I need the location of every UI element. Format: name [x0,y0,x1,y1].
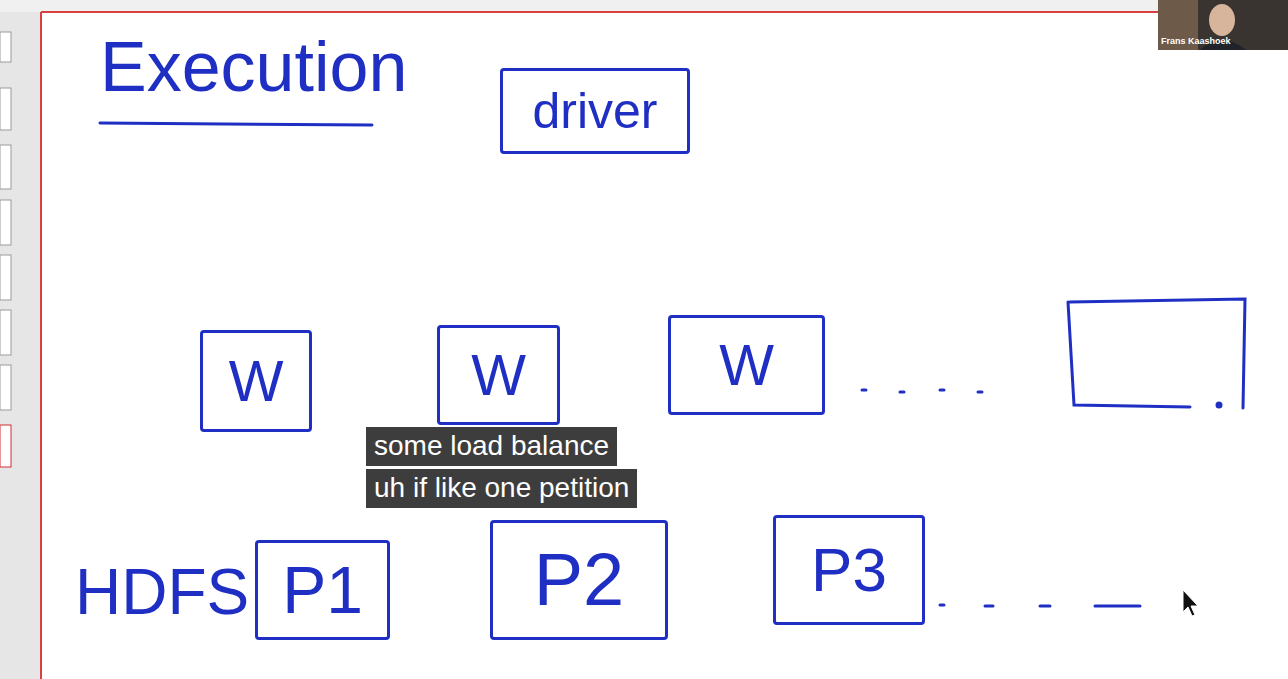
subtitle-line: some load balance [366,427,617,466]
sidebar [0,0,40,679]
box-label: W [471,346,526,404]
video-face [1209,4,1235,36]
empty-worker-box [1068,299,1245,408]
title-underline [100,123,372,125]
title: Execution [100,32,407,102]
storage-label: HDFS [75,560,249,624]
ellipsis [862,390,982,392]
slide-thumbnails [0,32,11,467]
top-bar [0,0,1288,12]
box-label: W [229,352,284,410]
canvas-border [40,12,42,679]
box: P3 [773,515,925,625]
box-label: W [719,336,774,394]
mouse-cursor [1183,590,1198,616]
box-label: P2 [534,543,625,617]
box: W [668,315,825,415]
subtitle-line: uh if like one petition [366,469,637,508]
box: driver [500,68,690,154]
video-thumbnail [1158,0,1288,50]
box: P2 [490,520,668,640]
box-label: P3 [811,539,887,601]
dashes [940,605,1140,606]
marker-strokes [100,123,1245,606]
speaker-name: Frans Kaashoek [1161,37,1231,46]
box-label: P1 [282,557,363,623]
box-label: driver [532,86,657,136]
canvas-border [41,11,1160,13]
box: P1 [255,540,390,640]
box: W [437,325,560,425]
box: W [200,330,312,432]
